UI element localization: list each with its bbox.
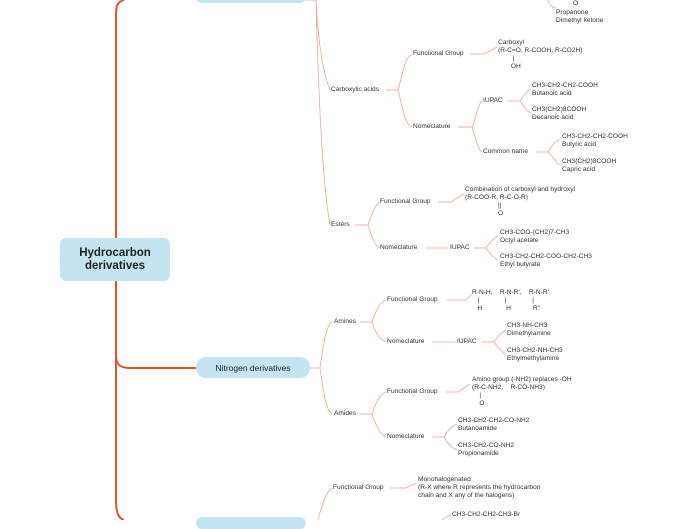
- halogen-functional-group-node[interactable]: Functional Group: [333, 484, 384, 491]
- esters-functional-group-text: Combination of carboxyl and hydroxyl (R-…: [465, 186, 575, 217]
- branch-halogen-derivatives-fragment[interactable]: [196, 517, 306, 529]
- branch-nitrogen-derivatives[interactable]: Nitrogen derivatives: [196, 357, 310, 378]
- amines-iupac-node[interactable]: IUPAC: [457, 338, 477, 345]
- halogen-functional-group-text: Monohalogenated (R-X where R represents …: [418, 476, 541, 499]
- ketone-common-name: Dimethyl ketone: [556, 17, 604, 24]
- esters-iupac-item: CH3-COO-(CH2)7-CH3 Octyl acetate: [500, 229, 570, 244]
- root-topic[interactable]: Hydrocarbon derivatives: [60, 238, 170, 281]
- amides-functional-group-text: Amino group (-NH2) replaces -OH (R-C-NH2…: [472, 376, 572, 407]
- carboxylic-iupac-node[interactable]: IUPAC: [483, 97, 503, 104]
- halogen-item: CH3-CH2-CH2-CH3-Br: [452, 511, 521, 518]
- esters-nomenclature-node[interactable]: Nomeclature: [380, 244, 418, 251]
- amines-nomenclature-node[interactable]: Nomeclature: [387, 338, 425, 345]
- amines-node[interactable]: Amines: [334, 318, 356, 325]
- amines-iupac-item: CH3-CH2-NH-CH3 Ethylmethylamine: [507, 347, 563, 362]
- ketone-name: Propanone: [556, 9, 589, 16]
- carboxylic-nomenclature-node[interactable]: Nomeclature: [413, 123, 451, 130]
- amides-nomenclature-node[interactable]: Nomeclature: [387, 433, 425, 440]
- ketone-tail: O: [573, 0, 579, 7]
- amines-functional-group-node[interactable]: Functional Group: [387, 296, 438, 303]
- amides-nomenclature-item: CH3-CH2-CH2-CO-NH2 Butanoamide: [458, 417, 530, 432]
- esters-iupac-item: CH3-CH2-CH2-COO-CH2-CH3 Ethyl butyrate: [500, 253, 592, 268]
- amines-functional-group-text: R-N-H, R-N-R', R-N-R' | | | H H R'': [472, 289, 549, 312]
- carboxylic-common-item: CH3-CH2-CH2-COOH Butyric acid: [562, 133, 628, 148]
- carboxylic-iupac-item: CH3-CH2-CH2-COOH Butanoic acid: [532, 82, 598, 97]
- amines-iupac-item: CH3-NH-CH3 Dimethylamine: [507, 322, 551, 337]
- carboxylic-functional-group-node[interactable]: Functional Group: [413, 50, 464, 57]
- esters-iupac-node[interactable]: IUPAC: [450, 244, 470, 251]
- amides-node[interactable]: Amides: [334, 410, 356, 417]
- amides-nomenclature-item: CH3-CH2-CO-NH2 Propionamide: [458, 442, 515, 457]
- amides-functional-group-node[interactable]: Functional Group: [387, 388, 438, 395]
- carboxylic-functional-group-text: Carboxyl (R-C=O, R-COOH, R-CO2H) | OH: [498, 39, 583, 70]
- carboxylic-common-name-node[interactable]: Common name: [483, 148, 529, 155]
- carboxylic-iupac-item: CH3(CH2)8COOH Decanoic acid: [532, 106, 587, 121]
- carboxylic-common-item: CH3(CH2)8COOH Capric acid: [562, 158, 617, 173]
- branch-oxygen-derivatives-fragment[interactable]: [196, 0, 306, 3]
- esters-node[interactable]: Esters: [331, 221, 350, 228]
- carboxylic-acids-node[interactable]: Carboxylic acids: [331, 86, 380, 93]
- esters-functional-group-node[interactable]: Functional Group: [380, 198, 431, 205]
